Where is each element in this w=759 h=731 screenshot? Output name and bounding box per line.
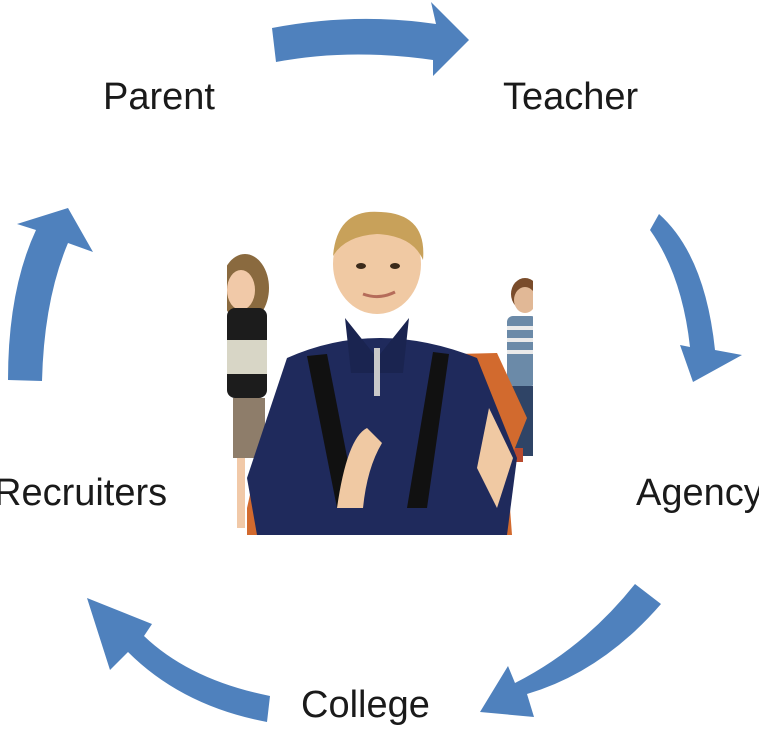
node-college: College [301,684,430,726]
node-recruiters: Recruiters [0,472,168,514]
arrow-parent-to-teacher [272,2,469,76]
arrow-teacher-to-agency [650,214,742,382]
main-boy [247,211,527,535]
node-parent: Parent [103,76,215,118]
node-teacher: Teacher [503,76,639,118]
arrow-college-to-recruiters [87,598,270,722]
arrow-agency-to-college [480,584,661,717]
student-photo [227,208,533,535]
background-girl [227,254,269,528]
arrow-recruiters-to-parent [8,208,93,381]
node-agency: Agency [636,472,759,514]
student-photo-illustration [227,211,533,535]
